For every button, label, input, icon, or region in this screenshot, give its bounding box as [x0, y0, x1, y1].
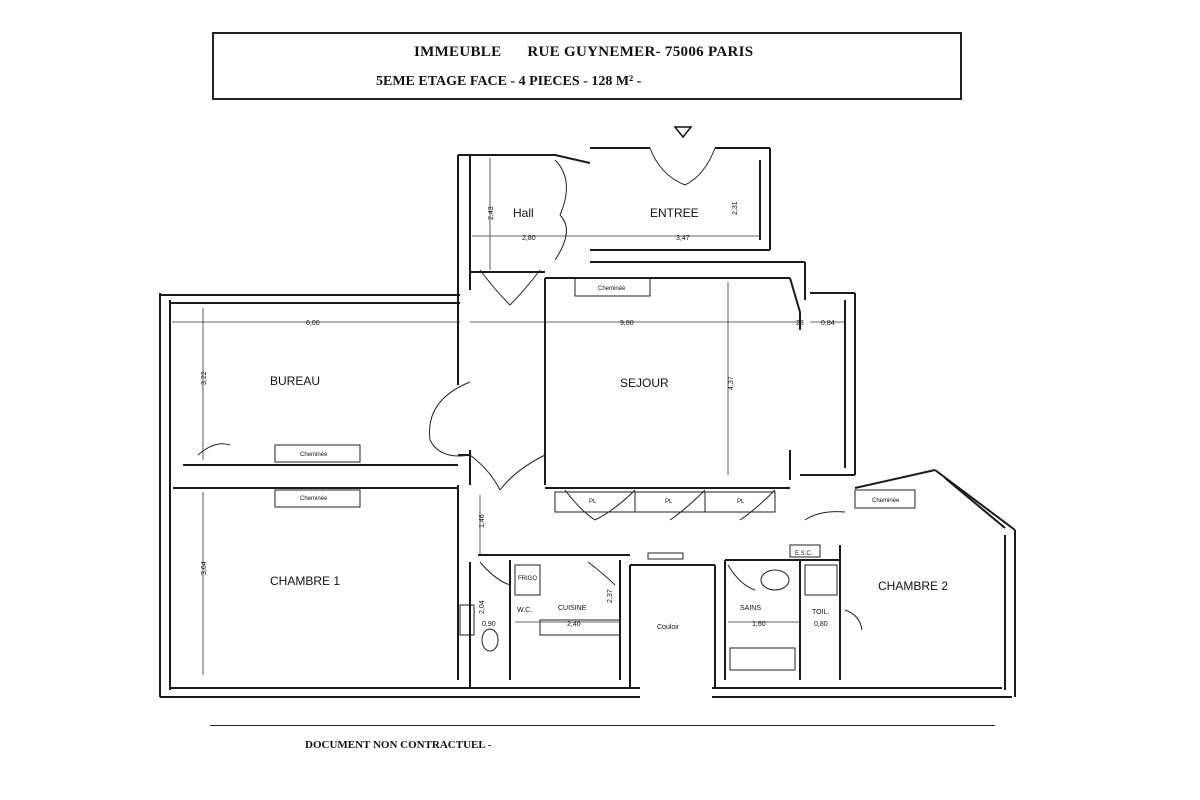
room-entree: ENTREE	[650, 206, 699, 220]
label-frigo: FRIGO	[518, 576, 537, 582]
room-wc: W.C.	[517, 607, 532, 614]
label-placard-2: PL	[665, 499, 673, 505]
dim-chambre1-height: 3,64	[201, 561, 208, 575]
room-bureau: BUREAU	[270, 374, 320, 388]
dim-cuisine-width: 2,40	[567, 621, 581, 628]
room-cuisine: CUISINE	[558, 605, 587, 612]
floor-info: 5EME ETAGE FACE - 4 PIECES - 128 M² -	[376, 74, 642, 89]
dim-cuisine-height: 2,37	[607, 589, 614, 603]
fixture-shapes	[274, 277, 916, 671]
room-toil: TOIL.	[812, 609, 829, 616]
dim-entree-height: 2,31	[732, 201, 739, 215]
dim-hall-width: 2,80	[522, 235, 536, 242]
label-cheminee-sejour: Cheminée	[598, 286, 626, 292]
dim-wc-width: 0,90	[482, 621, 496, 628]
room-hall: Hall	[513, 206, 534, 220]
dim-entree-width: 3,47	[676, 235, 690, 242]
label-placard-1: PL	[589, 499, 597, 505]
label-placard-3: PL	[737, 499, 745, 505]
label-cheminee-bureau: Cheminée	[300, 452, 328, 458]
dim-sains-width: 1,60	[752, 621, 766, 628]
label-esc: E.S.C.	[795, 551, 813, 557]
dim-hall-height: 2,43	[488, 206, 495, 220]
doors	[197, 147, 863, 631]
dim-corridor: 1,46	[479, 514, 486, 528]
dim-bureau-height: 3,22	[201, 371, 208, 385]
title-block: IMMEUBLE RUE GUYNEMER- 75006 PARIS 5EME E…	[212, 32, 962, 100]
room-chambre1: CHAMBRE 1	[270, 574, 340, 588]
entry-arrow-icon	[673, 126, 693, 139]
room-couloir: Couloir	[657, 624, 680, 631]
room-chambre2: CHAMBRE 2	[878, 579, 948, 593]
dim-wc-height: 2,04	[479, 600, 486, 614]
dim-sejour-width: 9,80	[620, 320, 634, 327]
dim-sejour-small: 28	[796, 320, 804, 327]
room-sejour: SEJOUR	[620, 376, 669, 390]
address-label: RUE GUYNEMER- 75006 PARIS	[527, 44, 754, 60]
label-cheminee-chambre1: Cheminée	[300, 496, 328, 502]
dim-toil-width: 0,80	[814, 621, 828, 628]
dim-sejour-height: 4,37	[728, 376, 735, 390]
building-label: IMMEUBLE	[414, 44, 502, 60]
dim-sejour-ext: 0,84	[821, 320, 835, 327]
dimension-lines	[172, 158, 845, 675]
dim-bureau-width: 6,00	[306, 320, 320, 327]
footer-rule	[210, 725, 995, 726]
label-cheminee-chambre2: Cheminée	[872, 498, 900, 504]
room-sains: SAINS	[740, 605, 761, 612]
disclaimer: DOCUMENT NON CONTRACTUEL -	[305, 739, 492, 751]
walls	[159, 147, 1016, 698]
